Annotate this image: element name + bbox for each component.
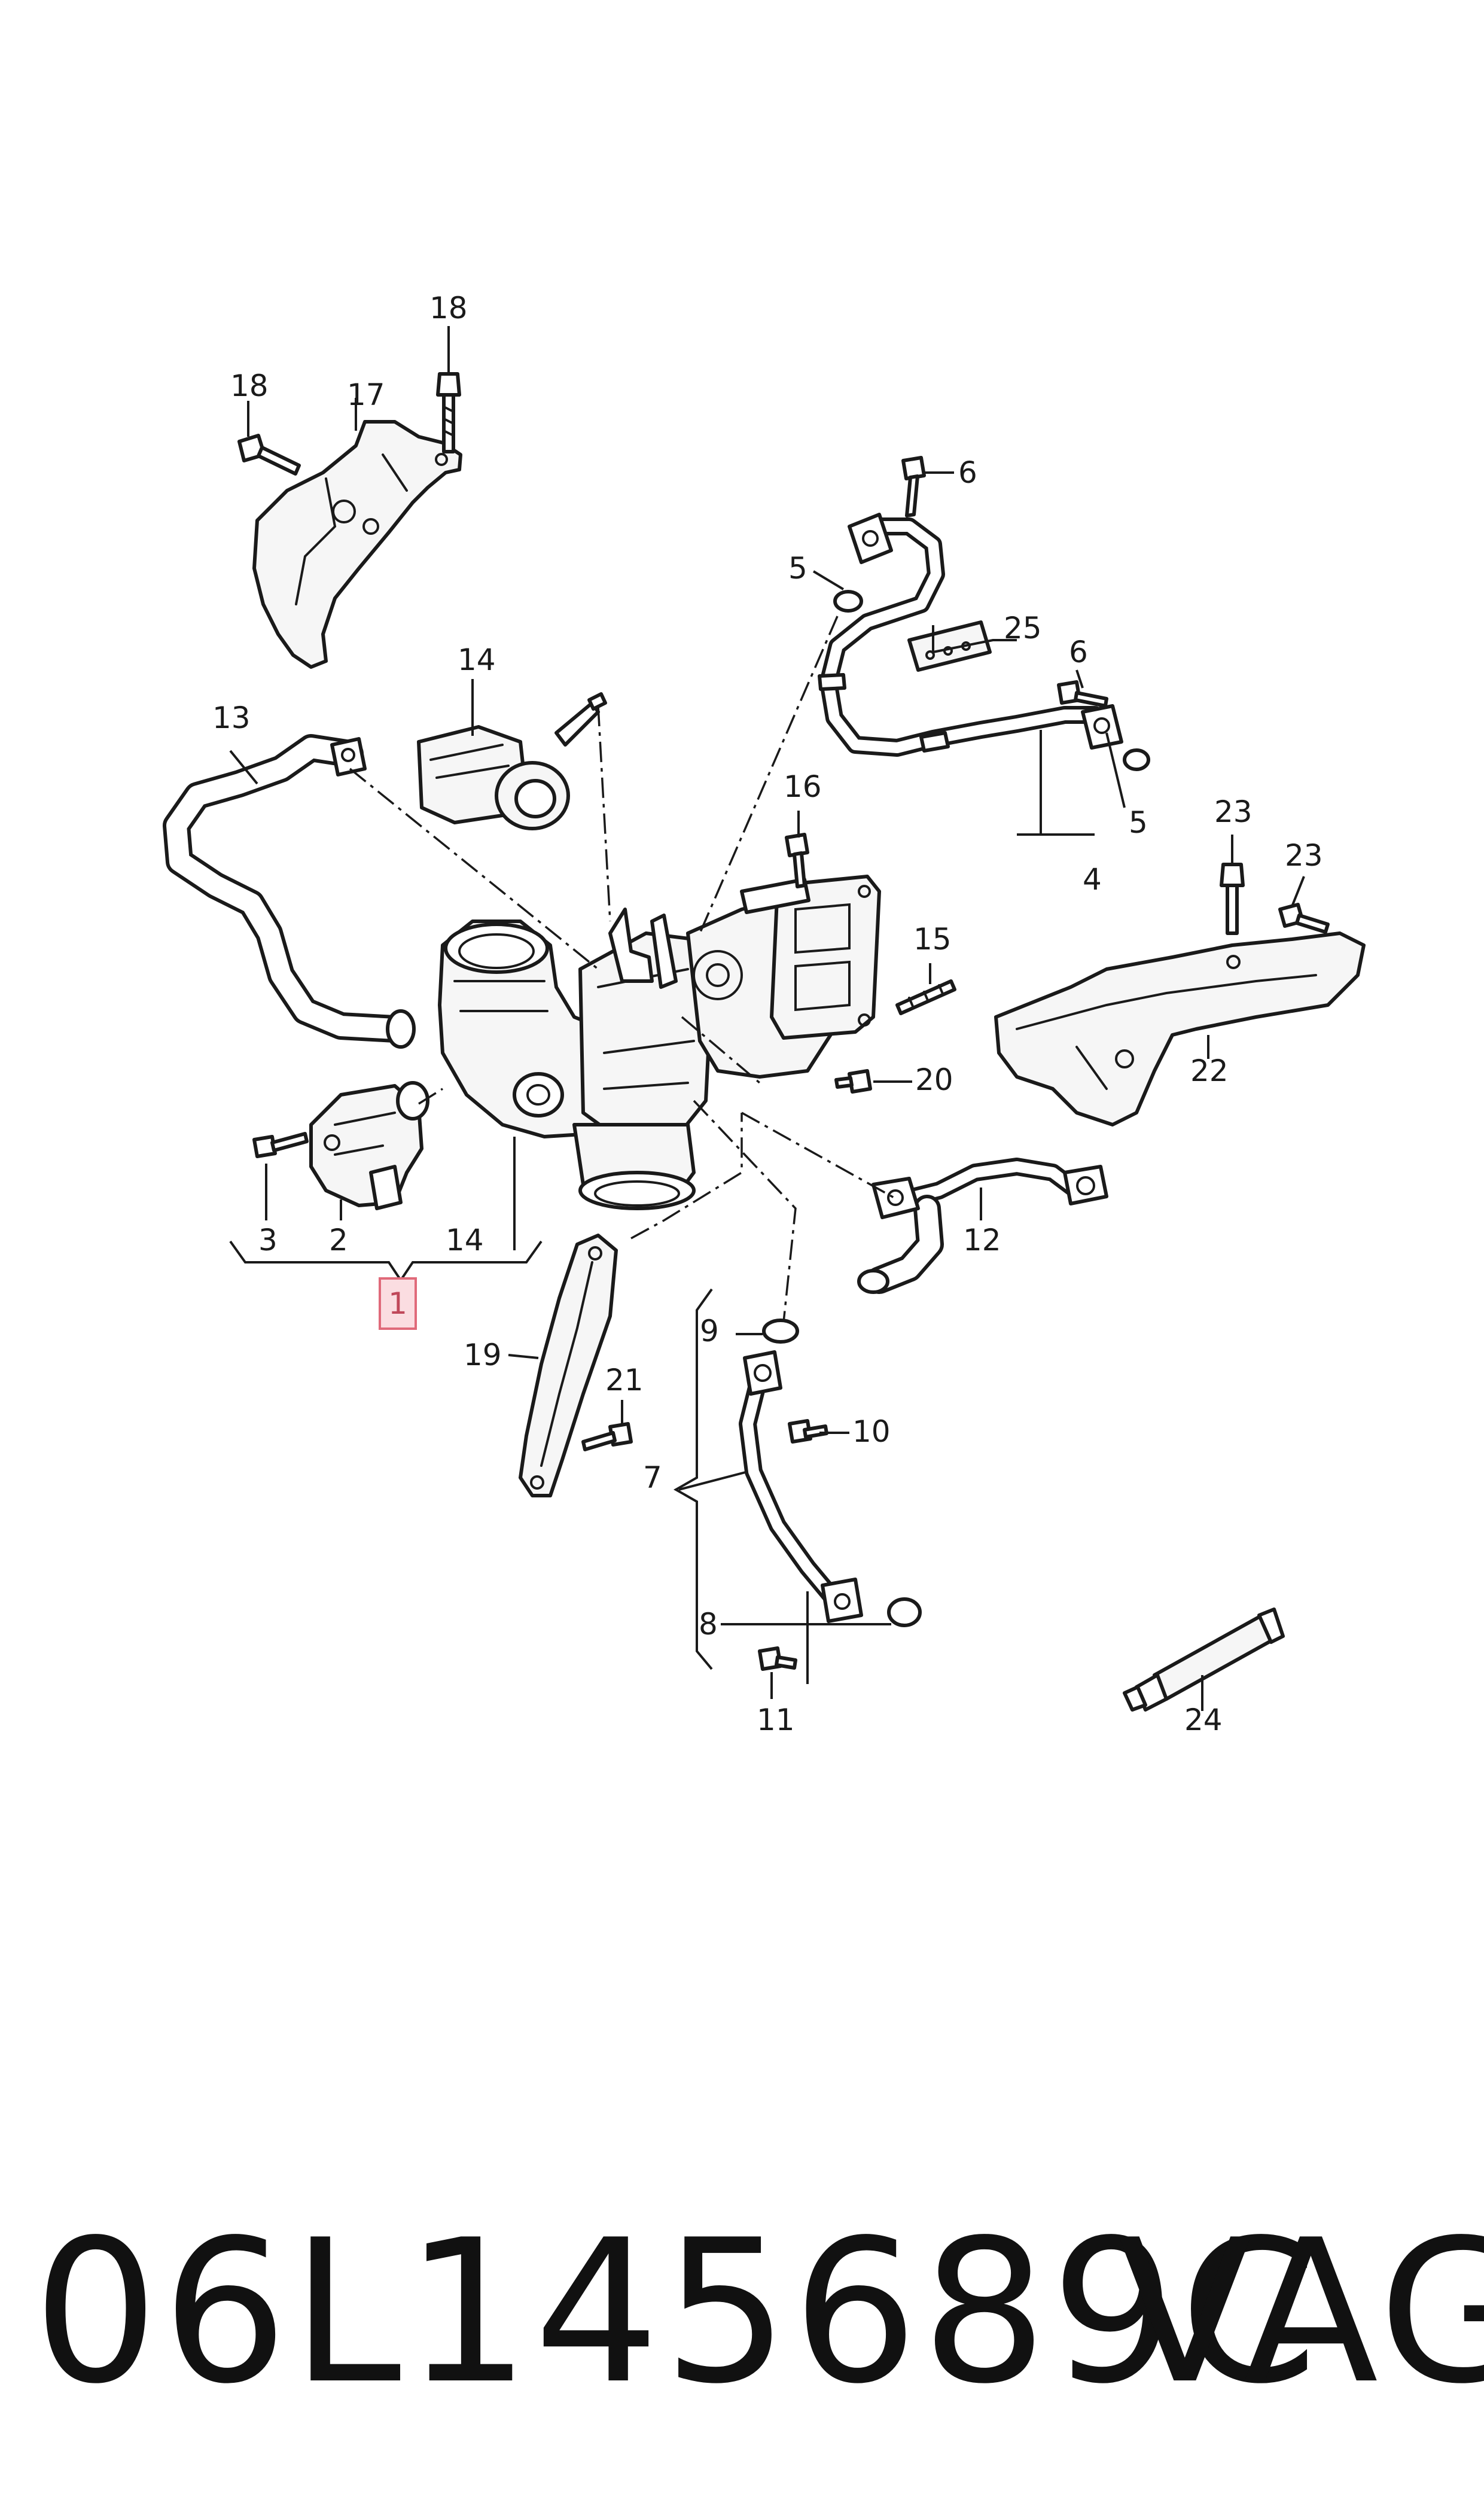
reference-lines [349, 616, 898, 1323]
callout-19: 19 [464, 1338, 502, 1372]
callout-17: 17 [347, 377, 385, 412]
callout-16: 16 [784, 769, 822, 804]
callout-6-upper: 6 [958, 455, 977, 490]
washer-9 [762, 1319, 799, 1344]
callout-12: 12 [963, 1223, 1001, 1258]
callout-1-highlighted: 1 [379, 1277, 417, 1330]
bracket-25 [907, 620, 992, 672]
bolt-6-lower [1057, 680, 1108, 708]
bolt-3 [252, 1132, 309, 1158]
callout-7: 7 [643, 1460, 662, 1495]
callout-11: 11 [757, 1703, 795, 1737]
callout-18-left: 18 [230, 369, 269, 403]
callout-10: 10 [852, 1414, 891, 1449]
oil-line-4 [818, 513, 1123, 757]
callout-4: 4 [1083, 862, 1102, 897]
callout-21: 21 [605, 1363, 644, 1397]
bolt-10 [788, 1419, 828, 1444]
callout-23-vertical: 23 [1214, 794, 1253, 829]
callout-23-angled: 23 [1285, 838, 1323, 873]
callout-22: 22 [1190, 1054, 1229, 1088]
washer-8 [887, 1597, 922, 1627]
actuator-2 [309, 1081, 429, 1210]
callout-6-lower: 6 [1069, 635, 1088, 669]
washer-5-lower [1123, 748, 1150, 771]
diagram-drawing [163, 326, 1366, 1712]
bolt-18-vertical [436, 372, 461, 453]
heat-shield-17 [252, 420, 462, 669]
callout-9: 9 [700, 1314, 719, 1348]
callout-3: 3 [258, 1223, 278, 1258]
heat-shield-22 [994, 931, 1366, 1126]
heat-shield-19 [519, 1234, 618, 1497]
callout-13: 13 [212, 701, 251, 735]
callout-24: 24 [1184, 1703, 1223, 1737]
coolant-hose-13 [163, 734, 416, 1049]
callout-2: 2 [329, 1223, 348, 1258]
stud-15 [895, 979, 956, 1015]
callout-18-top: 18 [429, 291, 468, 325]
callout-8: 8 [699, 1607, 718, 1642]
callout-5-lower: 5 [1129, 805, 1148, 840]
callout-25: 25 [1004, 611, 1042, 646]
callout-15: 15 [913, 922, 952, 957]
bolt-23-vertical [1220, 863, 1245, 935]
actuator-14-upper [417, 692, 607, 830]
bolt-6-upper [901, 456, 926, 517]
callout-20: 20 [915, 1062, 953, 1097]
bolt-23-angled [1278, 903, 1330, 934]
washer-5-upper [833, 590, 863, 613]
brand-name: VAG [1117, 2197, 1484, 2427]
bolt-18-angled [237, 434, 301, 476]
callout-14-top: 14 [458, 643, 496, 677]
turbocharger-assembly [438, 875, 881, 1210]
bolt-11 [758, 1646, 797, 1671]
callout-14-bottom: 14 [446, 1223, 484, 1258]
sealant-tube-24 [1123, 1607, 1285, 1712]
oil-feed-pipe-7 [739, 1350, 863, 1623]
bolt-20 [834, 1069, 872, 1094]
bolt-21 [581, 1422, 633, 1451]
leader-lines [229, 326, 1305, 1711]
oil-return-pipe-12 [857, 1158, 1108, 1294]
callout-5-upper: 5 [788, 551, 807, 586]
bolt-16 [785, 833, 809, 888]
part-number: 06L145689C [33, 2197, 1321, 2427]
